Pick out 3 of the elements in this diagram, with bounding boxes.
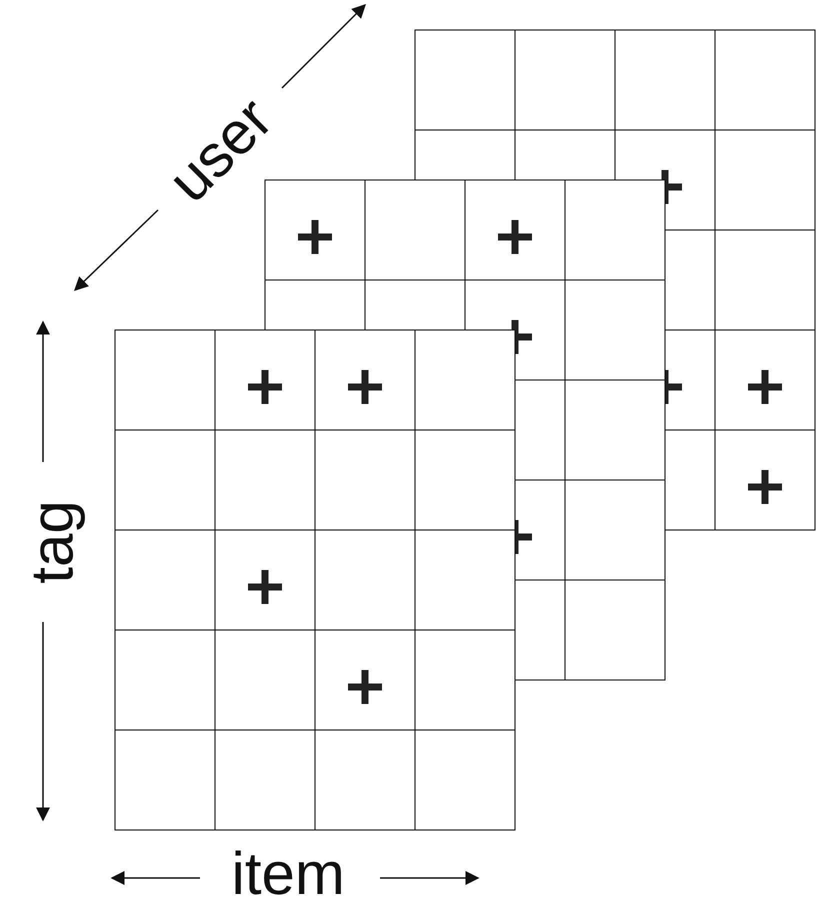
axis-label: item [232,844,345,904]
axis-label: tag [22,500,82,584]
axis-label: user [157,88,282,212]
